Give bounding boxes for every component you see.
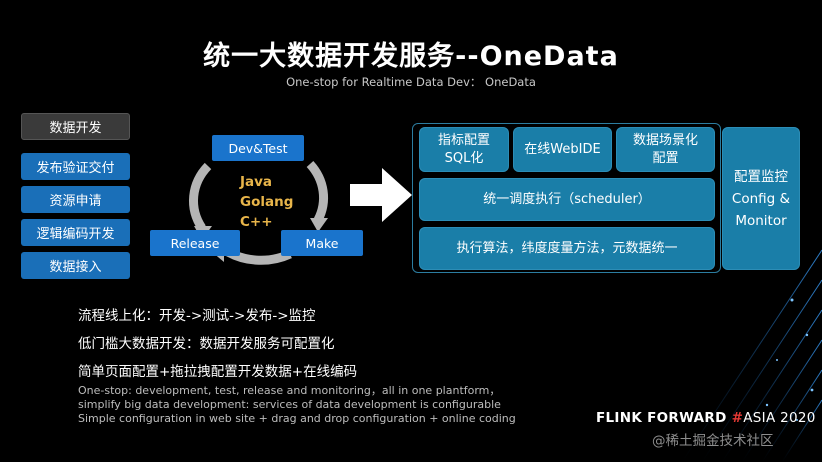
page-title: 统一大数据开发服务--OneData: [203, 41, 619, 72]
brand-asia: ASIA 2020: [743, 410, 816, 426]
background-light-streaks: [681, 249, 822, 462]
scene-config-box: 数据场景化 配置: [616, 127, 715, 172]
scheduler-box: 统一调度执行（scheduler）: [419, 178, 715, 221]
dev-cycle-diagram: Dev&Test Make Release Java Golang C++: [150, 130, 370, 270]
right-arrow-icon: [350, 168, 412, 222]
english-line-3: Simple configuration in web site + drag …: [78, 412, 516, 425]
monitor-box: 配置监控 Config & Monitor: [722, 127, 800, 270]
flink-forward-logo: FLINK FORWARD #ASIA 2020: [596, 410, 816, 426]
menu-data-ingest[interactable]: 数据接入: [21, 252, 130, 279]
english-line-2: simplify big data development: services …: [78, 398, 501, 411]
page-subtitle: One-stop for Realtime Data Dev： OneData: [286, 75, 536, 89]
menu-release-verify[interactable]: 发布验证交付: [21, 153, 130, 180]
language-cpp: C++: [240, 214, 273, 230]
bullet-process-online: 流程线上化：开发->测试->发布->监控: [78, 308, 316, 324]
metric-config-sql-box: 指标配置 SQL化: [419, 127, 509, 172]
web-ide-box: 在线WebIDE: [513, 127, 612, 172]
bullet-simple-config: 简单页面配置+拖拉拽配置开发数据+在线编码: [78, 364, 358, 380]
make-label: Make: [281, 230, 363, 256]
menu-logic-coding[interactable]: 逻辑编码开发: [21, 219, 130, 246]
devtest-label: Dev&Test: [212, 135, 304, 161]
bullet-low-barrier: 低门槛大数据开发：数据开发服务可配置化: [78, 336, 335, 352]
architecture-frame: [412, 123, 721, 273]
brand-flink: FLINK FORWARD: [596, 410, 732, 426]
menu-resource-apply[interactable]: 资源申请: [21, 186, 130, 213]
language-golang: Golang: [240, 194, 294, 210]
brand-hash: #: [731, 410, 744, 426]
release-label: Release: [150, 230, 240, 256]
language-java: Java: [240, 174, 273, 190]
execution-box: 执行算法，纬度度量方法，元数据统一: [419, 227, 715, 270]
watermark: @稀土掘金技术社区: [652, 433, 774, 449]
english-line-1: One-stop: development, test, release and…: [78, 384, 501, 397]
menu-data-development[interactable]: 数据开发: [21, 113, 130, 140]
